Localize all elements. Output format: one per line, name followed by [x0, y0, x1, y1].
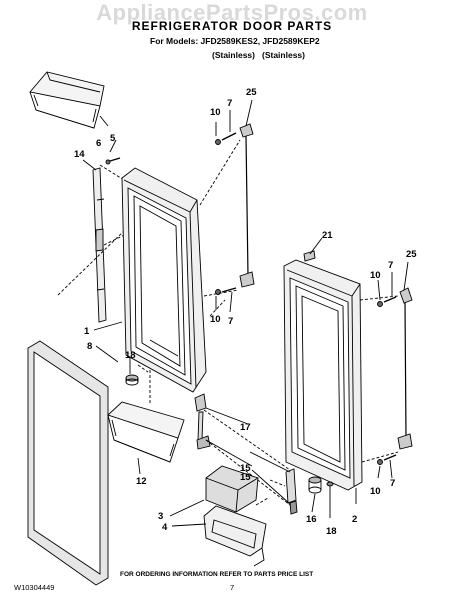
document-number: W10304449 [14, 583, 55, 592]
bushing-part-16 [308, 476, 322, 494]
door-bin-part-5 [29, 71, 105, 129]
hinge-rod-part-25-left [239, 123, 255, 288]
callout-7-d: 7 [390, 478, 395, 489]
callout-1: 1 [84, 326, 90, 337]
callout-10-d: 10 [370, 486, 381, 497]
callout-8: 8 [87, 341, 92, 352]
callout-3: 3 [158, 511, 163, 522]
left-door-part-1 [121, 167, 207, 393]
alignment-lines-center [203, 409, 291, 506]
ordering-footer: FOR ORDERING INFORMATION REFER TO PARTS … [120, 571, 314, 578]
callout-16: 16 [306, 514, 317, 525]
hinge-parts-15-17 [194, 393, 298, 515]
bushing-part-18-right [326, 481, 334, 500]
leader-lines [82, 99, 409, 527]
callout-15-b: 15 [240, 472, 251, 483]
pin-part-21 [303, 250, 316, 262]
page-number: 7 [230, 583, 235, 592]
callout-6: 6 [96, 138, 101, 149]
watermark: AppliancePartsPros.com [96, 0, 368, 25]
callout-18-a: 18 [125, 350, 136, 361]
bushing-part-18-left [125, 374, 139, 386]
right-door-part-2 [283, 259, 363, 491]
callout-5: 5 [110, 133, 116, 144]
callout-10-b: 10 [210, 314, 221, 325]
callout-12: 12 [136, 476, 147, 487]
callout-2: 2 [352, 514, 357, 525]
callout-4: 4 [162, 522, 168, 533]
handle-bracket-part-4 [203, 505, 267, 567]
callout-10-a: 10 [210, 107, 221, 118]
callout-7-b: 7 [228, 316, 233, 327]
variant-label-2: (Stainless) [262, 50, 305, 60]
screws-upper [215, 132, 397, 465]
callout-7-c: 7 [388, 260, 393, 271]
callout-7-a: 7 [227, 98, 232, 109]
callout-10-c: 10 [370, 270, 381, 281]
handle-strip-part-14 [92, 167, 107, 323]
page-title: REFRIGERATOR DOOR PARTS [131, 19, 333, 33]
callout-25-b: 25 [406, 249, 417, 260]
alignment-lines-right [199, 139, 399, 463]
callout-14: 14 [74, 149, 85, 160]
callout-21: 21 [322, 230, 333, 241]
models-line: For Models: JFD2589KES2, JFD2589KEP2 [150, 36, 320, 46]
door-bin-part-12 [107, 401, 185, 463]
callout-17: 17 [240, 422, 251, 433]
left-gasket-part-8 [27, 340, 109, 586]
variant-label-1: (Stainless) [212, 50, 255, 60]
hinge-rod-part-25-right [397, 287, 413, 450]
callout-25-a: 25 [246, 87, 257, 98]
screw-part-6 [105, 157, 121, 165]
callout-18-b: 18 [326, 526, 337, 537]
callout-15-a: 15 [240, 463, 251, 474]
handle-cap-part-3 [205, 465, 259, 513]
